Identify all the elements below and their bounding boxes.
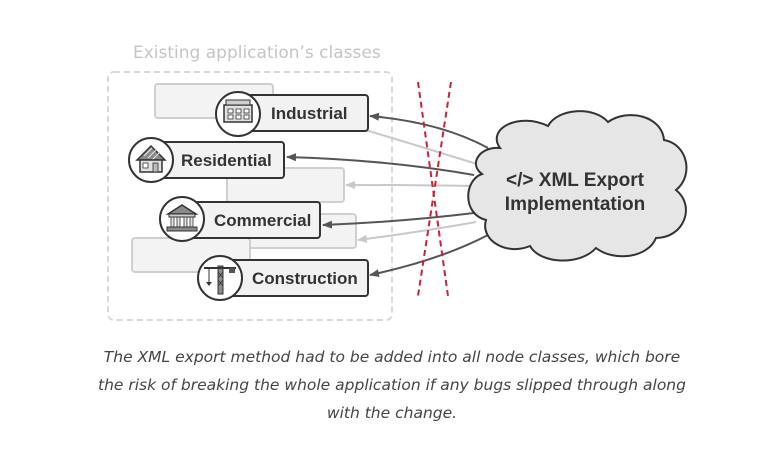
export-arrow <box>369 234 489 278</box>
crane-icon <box>197 255 243 301</box>
group-label: Existing application’s classes <box>133 43 381 63</box>
ghost-arrow <box>345 181 471 190</box>
ghost-arrow <box>357 221 477 243</box>
cross-out-line <box>417 81 452 297</box>
node-commercial-label: Commercial <box>214 211 311 230</box>
cross-out-line <box>417 81 449 297</box>
diagram: Existing application’s classes Industria… <box>107 43 688 321</box>
cloud-label-line2: Implementation <box>505 194 645 215</box>
factory-icon <box>215 91 261 137</box>
node-industrial: Industrial <box>215 91 369 137</box>
node-construction: Construction <box>197 255 369 301</box>
export-arrow <box>322 212 475 229</box>
figure-caption: The XML export method had to be added in… <box>98 348 686 422</box>
node-industrial-label: Industrial <box>271 104 348 123</box>
node-residential-label: Residential <box>181 151 272 170</box>
bank-building-icon <box>159 196 205 242</box>
node-residential: Residential <box>128 137 285 183</box>
export-arrow <box>286 153 475 176</box>
xml-export-cloud: </> XML Export Implementation <box>467 110 688 262</box>
cloud-label-line1: </> XML Export <box>506 170 645 191</box>
house-icon <box>128 137 174 183</box>
node-commercial: Commercial <box>159 196 321 242</box>
group-container <box>107 71 393 321</box>
node-construction-label: Construction <box>252 269 358 288</box>
export-arrow <box>369 112 489 149</box>
